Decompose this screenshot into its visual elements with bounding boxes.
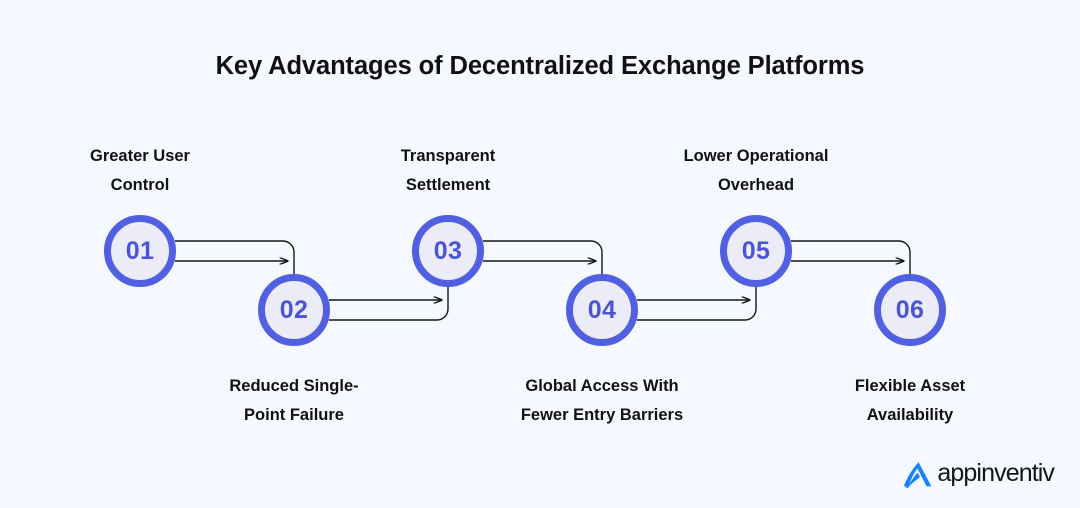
connector-elbow-03-04 xyxy=(483,240,603,275)
node-circle-03 xyxy=(412,215,484,287)
node-circle-04 xyxy=(566,274,638,346)
flow-node-02: 02 xyxy=(258,274,330,346)
node-number-01: 01 xyxy=(126,237,154,265)
step-label-line: Overhead xyxy=(717,176,795,194)
connector-elbow-05-06 xyxy=(791,240,911,275)
node-number-03: 03 xyxy=(434,237,462,265)
connector-elbow-01-02 xyxy=(175,240,295,275)
step-label-line: Flexible Asset xyxy=(854,377,966,395)
node-circle-05 xyxy=(720,215,792,287)
node-circle-01 xyxy=(104,215,176,287)
node-group: 01 02 03 04 05 06 xyxy=(104,215,946,346)
connector-group xyxy=(175,240,911,321)
node-circle-06 xyxy=(874,274,946,346)
step-label-line: Availability xyxy=(866,406,954,424)
flow-node-05: 05 xyxy=(720,215,792,287)
step-label-02: Reduced Single- Point Failure xyxy=(179,372,409,430)
brand-name: appinventiv xyxy=(937,458,1054,487)
step-label-line: Lower Operational xyxy=(683,147,829,165)
chevron-a-logo-icon xyxy=(904,462,932,489)
flow-node-03: 03 xyxy=(412,215,484,287)
brand-logo: appinventiv xyxy=(901,458,1055,490)
step-label-line: Point Failure xyxy=(244,406,344,424)
node-number-05: 05 xyxy=(742,237,770,265)
flow-node-04: 04 xyxy=(566,274,638,346)
step-label-line: Fewer Entry Barriers xyxy=(520,406,684,424)
flow-node-01: 01 xyxy=(104,215,176,287)
flow-node-06: 06 xyxy=(874,274,946,346)
node-number-06: 06 xyxy=(896,296,924,324)
step-label-line: Transparent xyxy=(400,147,496,165)
connector-elbow-04-05 xyxy=(637,286,757,321)
page-title: Key Advantages of Decentralized Exchange… xyxy=(215,52,865,80)
step-label-line: Settlement xyxy=(405,176,491,194)
node-number-04: 04 xyxy=(588,296,616,324)
node-number-02: 02 xyxy=(280,296,308,324)
connector-elbow-02-03 xyxy=(329,286,449,321)
step-label-line: Global Access With xyxy=(525,377,679,395)
step-label-line: Reduced Single- xyxy=(229,377,359,395)
node-circle-02 xyxy=(258,274,330,346)
step-label-line: Greater User xyxy=(90,147,190,165)
step-label-line: Control xyxy=(110,176,170,194)
